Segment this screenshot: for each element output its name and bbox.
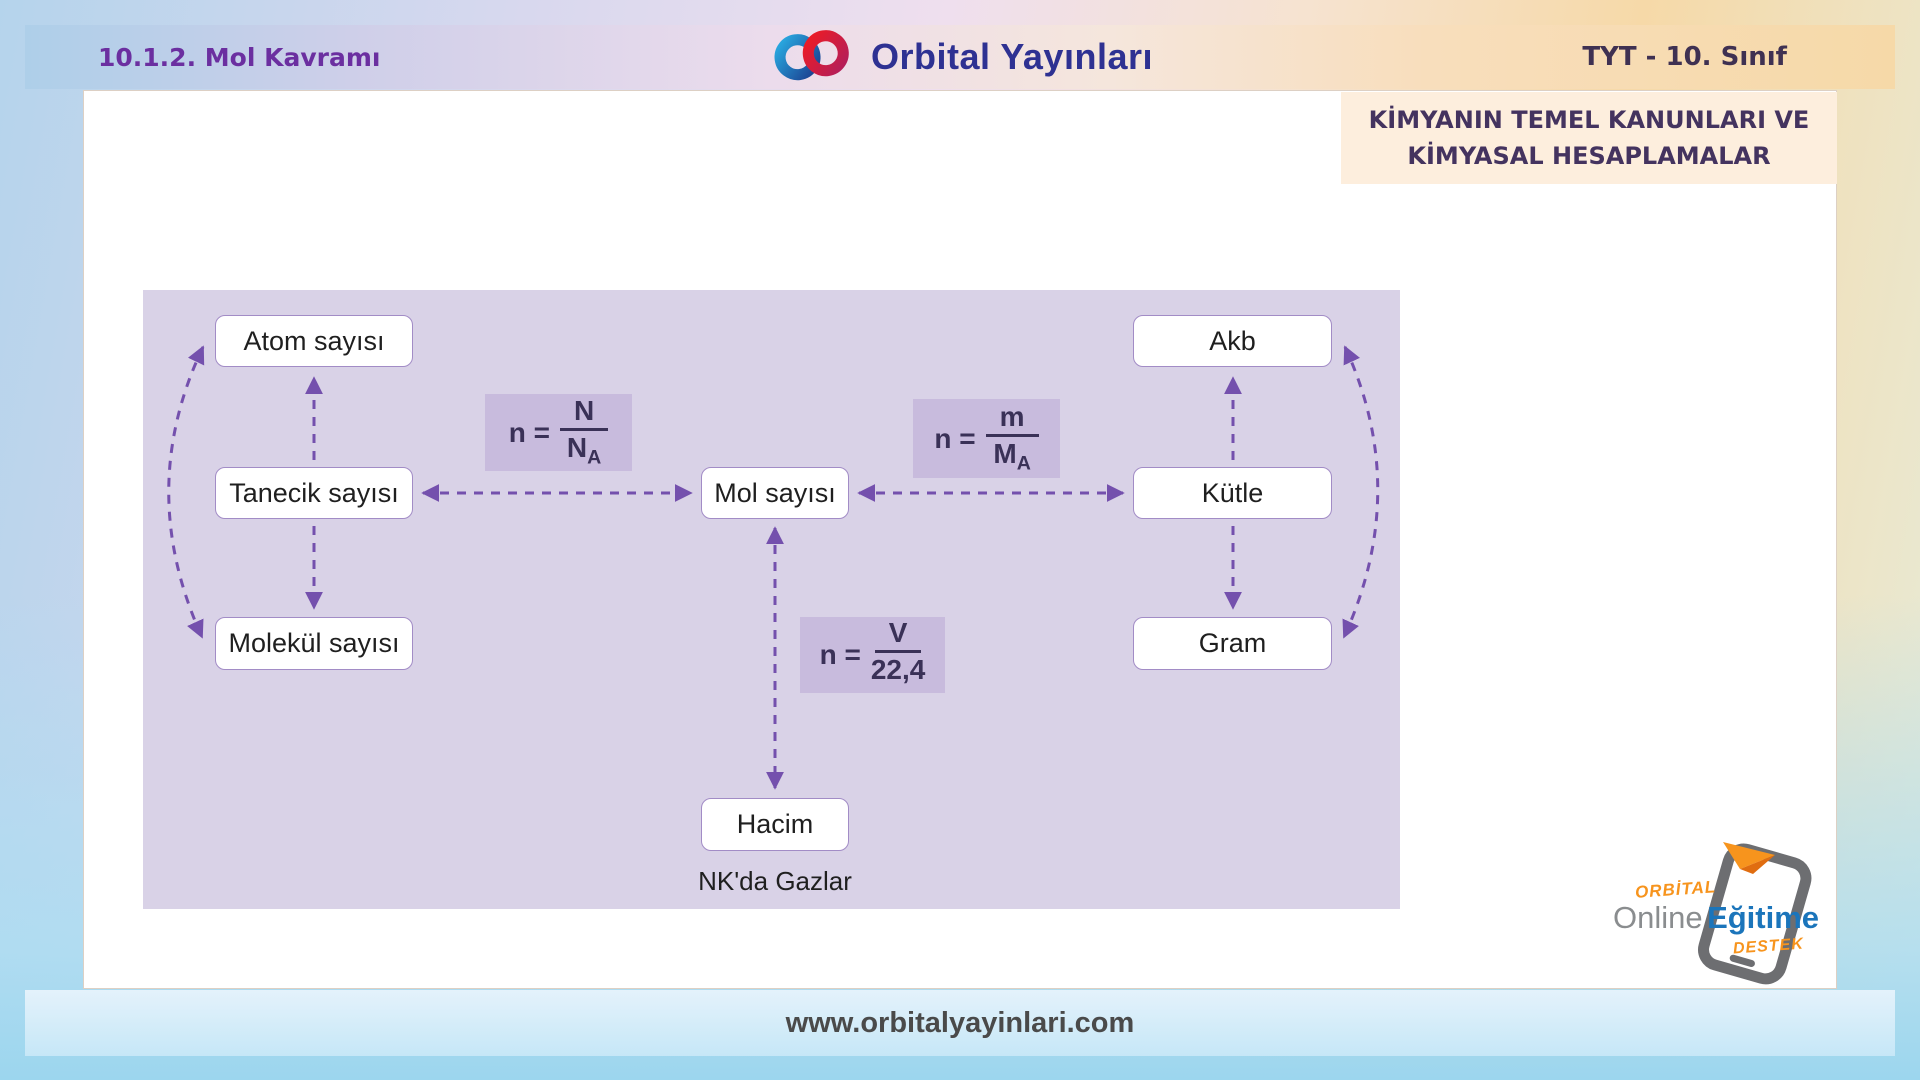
formula-fraction: N NA <box>560 396 609 469</box>
unit-title-box: KİMYANIN TEMEL KANUNLARI VE KİMYASAL HES… <box>1341 92 1837 184</box>
paper-plane-icon <box>1723 842 1775 869</box>
formula-denominator: 22,4 <box>870 654 926 686</box>
diagram-caption: NK'da Gazlar <box>698 866 852 896</box>
formula-numerator: m <box>985 402 1039 437</box>
arrow-akb-gram-curve <box>1342 345 1380 639</box>
box-hacim: Hacim <box>701 798 849 851</box>
website-url: www.orbitalyayinlari.com <box>785 1006 1135 1039</box>
formula-volume-per-mol: n = V 22,4 <box>800 617 945 693</box>
formula-particles-per-mol: n = N NA <box>485 394 632 471</box>
arrow-atom-molekul-curve <box>167 345 205 639</box>
footer-band: www.orbitalyayinlari.com <box>25 990 1895 1056</box>
box-molekul-sayisi: Molekül sayısı <box>215 617 413 670</box>
formula-mass-per-mol: n = m MA <box>913 399 1060 478</box>
badge-main-label: Online Eğitime <box>1613 900 1819 936</box>
mol-concept-diagram: Atom sayısı Tanecik sayısı Molekül sayıs… <box>143 290 1400 909</box>
phone-icon <box>1698 842 1812 985</box>
diagram-arrows <box>167 345 1380 790</box>
box-kutle: Kütle <box>1133 467 1332 519</box>
badge-online-label: Online <box>1613 900 1703 935</box>
box-atom-sayisi: Atom sayısı <box>215 315 413 367</box>
formula-denominator: MA <box>993 437 1031 475</box>
orbital-infinity-logo-icon <box>767 27 859 88</box>
box-gram: Gram <box>1133 617 1332 670</box>
unit-title-line1: KİMYANIN TEMEL KANUNLARI VE <box>1368 106 1810 134</box>
formula-lhs: n = <box>934 422 976 454</box>
badge-egitime-label: Eğitime <box>1707 900 1820 935</box>
formula-lhs: n = <box>508 416 550 448</box>
grade-label: TYT - 10. Sınıf <box>1582 42 1787 72</box>
formula-numerator: N <box>560 396 609 431</box>
brand-name: Orbital Yayınları <box>871 36 1153 77</box>
brand-logo-group: Orbital Yayınları <box>767 25 1153 89</box>
header-band: 10.1.2. Mol Kavramı <box>25 25 1895 89</box>
formula-fraction: m MA <box>985 402 1039 475</box>
lesson-code: 10.1.2. Mol Kavramı <box>98 42 381 72</box>
formula-numerator: V <box>874 619 922 654</box>
formula-fraction: V 22,4 <box>871 619 926 690</box>
formula-denominator: NA <box>566 431 602 469</box>
box-tanecik-sayisi: Tanecik sayısı <box>215 467 413 519</box>
formula-lhs: n = <box>819 639 861 670</box>
online-support-badge: ORBİTAL Online Eğitime DESTEK <box>1605 838 1845 993</box>
box-akb: Akb <box>1133 315 1332 367</box>
unit-title-line2: KİMYASAL HESAPLAMALAR <box>1407 142 1771 170</box>
box-mol-sayisi: Mol sayısı <box>701 467 849 519</box>
